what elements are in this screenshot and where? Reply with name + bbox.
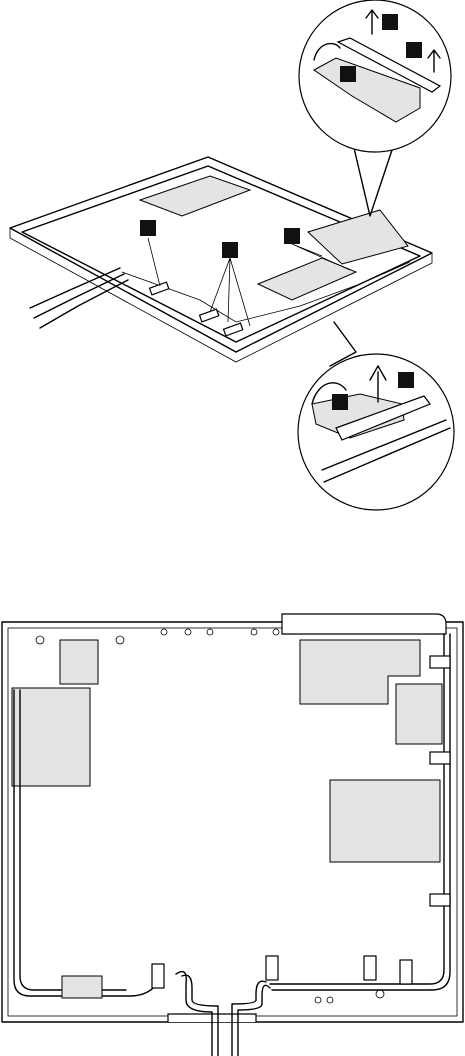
panel-left (12, 688, 90, 786)
screw-boss (327, 997, 333, 1003)
hinge-bracket-left (62, 976, 102, 998)
callout-top-badge-a (382, 14, 398, 30)
cable-clip-3 (430, 894, 450, 906)
callout-bottom-badge-a (398, 372, 414, 388)
callout-bottom-badge-b (332, 394, 348, 410)
callout-bottom (298, 322, 454, 510)
screw-boss (36, 636, 44, 644)
top-cable-channel (282, 614, 446, 634)
callout-top (299, 0, 451, 216)
cable-clip-4 (152, 964, 164, 988)
callout-top-badge-c (340, 66, 356, 82)
callout-bottom-circle (298, 354, 454, 510)
cable-clip-2 (430, 752, 450, 764)
step-badge-3 (284, 228, 300, 244)
callout-top-pointer (354, 148, 392, 216)
cable-bundle-2 (34, 274, 124, 318)
step-badge-2 (222, 242, 238, 258)
panel-top-left-bracket (60, 640, 98, 684)
cable-clip-1 (430, 656, 450, 668)
screw-boss (376, 990, 384, 998)
cable-clip-7 (400, 960, 412, 984)
top-lcd-cover-view (10, 157, 432, 362)
screw-boss (273, 629, 279, 635)
cable-clip-5 (266, 956, 278, 980)
screw-boss (315, 997, 321, 1003)
step-badge-1 (140, 220, 156, 236)
screw-boss (116, 636, 124, 644)
tape-piece-3 (224, 323, 243, 336)
panel-right-large (330, 780, 440, 862)
tape-panel-left (140, 176, 250, 216)
cable-bundle-3 (40, 280, 128, 328)
tape-panel-right (308, 210, 408, 264)
screw-boss (251, 629, 257, 635)
screw-boss (207, 629, 213, 635)
screw-boss (185, 629, 191, 635)
tape-panel-center (258, 258, 356, 300)
bottom-lcd-cover-plan (2, 614, 463, 1056)
screw-boss (161, 629, 167, 635)
callout-top-badge-b (406, 42, 422, 58)
panel-right-small (396, 684, 442, 744)
leader-lines-step-1 (148, 238, 160, 286)
tape-piece-2 (200, 309, 219, 322)
cable-clip-6 (364, 956, 376, 980)
